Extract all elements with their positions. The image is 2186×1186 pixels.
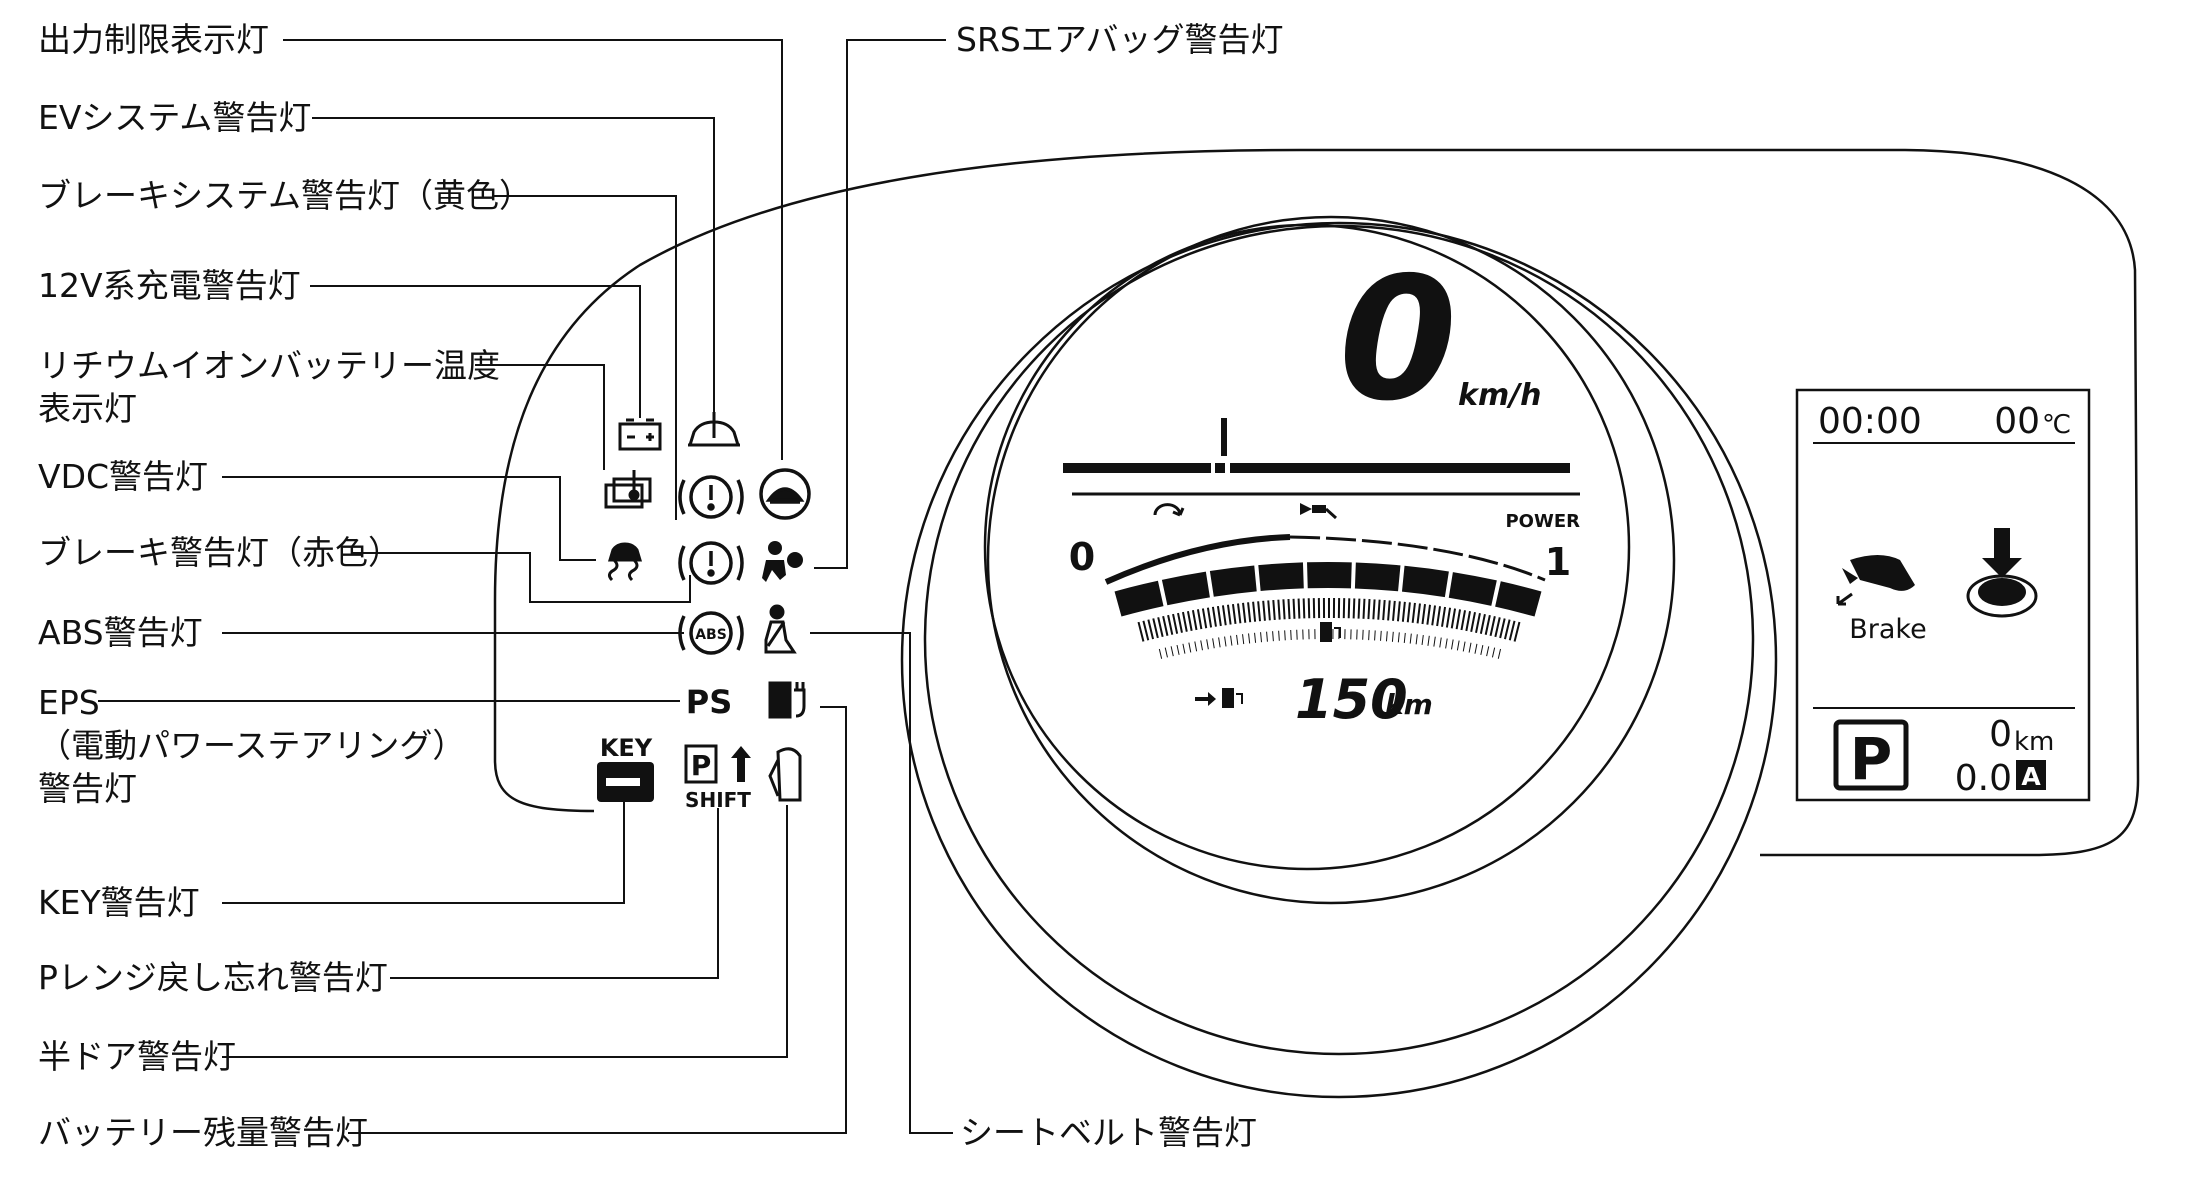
p-shift-icon — [684, 744, 751, 784]
seatbelt-icon — [764, 604, 797, 654]
power-scale-min: 0 — [1069, 535, 1095, 579]
gauge-face-ring — [986, 215, 1676, 905]
clock-readout: 00:00 — [1818, 401, 1922, 442]
leader-p-range — [390, 808, 719, 979]
gear-indicator-box — [1833, 719, 1909, 791]
key-indicator-label: KEY — [600, 734, 653, 762]
gear-readout: P — [1850, 725, 1893, 793]
trip-value: 0.0 — [1955, 758, 2012, 799]
leader-brake-system — [492, 195, 677, 520]
range-arrow-icon — [1195, 688, 1243, 708]
brake-circle-icon-red — [678, 541, 744, 585]
range-readout: 150 — [1295, 668, 1408, 731]
battery-icon — [618, 418, 662, 451]
info-display — [1795, 388, 2091, 802]
leader-seatbelt — [810, 632, 953, 1134]
gauge-inner-ring — [983, 223, 1631, 871]
label-brake-system-yellow: ブレーキシステム警告灯（黄色） — [38, 176, 533, 215]
trip-id-box — [2016, 760, 2046, 790]
brake-circle-icon — [678, 475, 744, 519]
car-warning-icon — [687, 412, 741, 447]
leader-ev-system — [312, 117, 715, 415]
label-eps: EPS （電動パワーステアリング） 警告灯 — [38, 683, 466, 808]
housing-outline — [493, 148, 2140, 857]
label-brake-red: ブレーキ警告灯（赤色） — [38, 533, 401, 572]
abs-circle-icon — [678, 611, 744, 655]
turtle-icon — [759, 468, 811, 520]
label-li-ion-temp: リチウムイオンバッテリー温度 表示灯 — [38, 346, 500, 428]
brake-pedal-icon — [1836, 555, 1915, 606]
power-label: POWER — [1505, 511, 1580, 532]
charge-plug-icon — [768, 681, 806, 719]
power-scale-max: 1 — [1545, 540, 1571, 584]
odometer-unit: km — [2014, 727, 2054, 757]
label-ev-system: EVシステム警告灯 — [38, 98, 312, 137]
parking-push-icon — [1966, 528, 2038, 618]
leader-power-limit — [283, 39, 783, 460]
brake-label: Brake — [1849, 614, 1926, 645]
regen-icon — [1153, 503, 1185, 517]
skid-car-icon — [607, 542, 643, 582]
label-srs-airbag: SRSエアバッグ警告灯 — [956, 20, 1284, 59]
leader-key — [222, 802, 625, 904]
leader-brake-red — [352, 552, 691, 603]
charge-flow-icon — [1300, 503, 1338, 520]
gauge-outer-ring — [900, 221, 1778, 1099]
temperature-unit: ℃ — [2042, 410, 2071, 440]
cluster-housing — [493, 148, 2140, 1099]
key-icon — [597, 762, 654, 802]
label-12v-charging: 12V系充電警告灯 — [38, 266, 301, 305]
leader-li-ion — [475, 364, 605, 470]
label-power-limit: 出力制限表示灯 — [38, 20, 269, 59]
speed-readout: 0 — [1339, 241, 1457, 439]
trip-id-label: A — [2021, 762, 2041, 791]
odometer-value: 0 — [1989, 714, 2012, 755]
label-vdc: VDC警告灯 — [38, 457, 209, 496]
open-door-icon — [768, 747, 802, 802]
abs-icon-label: ABS — [695, 627, 727, 643]
airbag-icon — [762, 541, 803, 582]
leader-half-door — [222, 805, 788, 1058]
leader-12v — [310, 285, 641, 418]
leader-lines — [98, 39, 953, 1134]
label-abs: ABS警告灯 — [38, 613, 203, 652]
battery-temperature-icon — [604, 470, 652, 509]
label-seatbelt: シートベルト警告灯 — [960, 1113, 1257, 1152]
range-unit: km — [1385, 688, 1433, 721]
fuel-plug-icon — [1320, 622, 1341, 642]
power-meter-arc — [1104, 534, 1546, 659]
speed-display: 0 km/h — [1339, 241, 1542, 439]
p-shift-p-label: P — [691, 749, 712, 782]
label-half-door: 半ドア警告灯 — [38, 1037, 236, 1076]
label-key: KEY警告灯 — [38, 883, 200, 922]
label-p-range: Pレンジ戻し忘れ警告灯 — [38, 958, 388, 997]
speed-bar — [1063, 418, 1580, 496]
leader-vdc — [222, 476, 596, 561]
temperature-readout: 00 — [1994, 401, 2040, 442]
leader-battery — [348, 706, 847, 1134]
ps-indicator: PS — [686, 683, 733, 721]
label-battery-level: バッテリー残量警告灯 — [38, 1113, 368, 1152]
shift-indicator-label: SHIFT — [685, 788, 751, 812]
speed-unit: km/h — [1458, 378, 1542, 413]
leader-srs — [814, 39, 946, 569]
